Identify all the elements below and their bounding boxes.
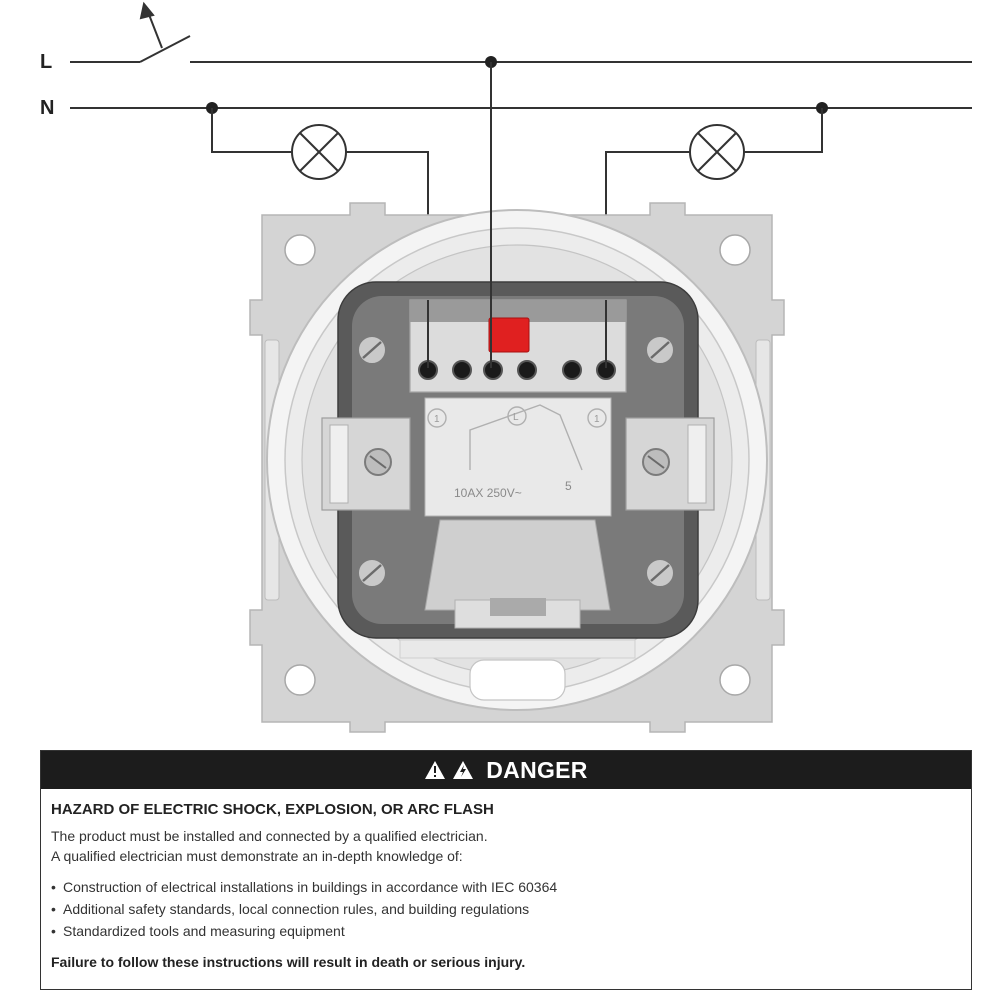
rating-marking: 10AX 250V~ bbox=[454, 486, 522, 500]
wiring-diagram: L N bbox=[40, 1, 972, 733]
switch-device: 1 L 1 10AX 250V~ 5 bbox=[249, 202, 785, 733]
danger-notice: DANGER HAZARD OF ELECTRIC SHOCK, EXPLOSI… bbox=[40, 750, 972, 990]
electric-hazard-icon bbox=[452, 760, 474, 780]
terminal-wires bbox=[427, 62, 607, 368]
left-clamp bbox=[321, 417, 411, 511]
switch-arrow-icon bbox=[139, 1, 163, 49]
release-button bbox=[488, 317, 530, 353]
list-item: Standardized tools and measuring equipme… bbox=[51, 920, 961, 942]
right-lamp-icon bbox=[689, 124, 745, 180]
danger-header: DANGER bbox=[41, 751, 971, 789]
warning-triangle-icon bbox=[424, 760, 446, 780]
left-lamp-icon bbox=[291, 124, 347, 180]
list-item: Additional safety standards, local conne… bbox=[51, 898, 961, 920]
corner-screws bbox=[357, 335, 675, 588]
danger-line-2: A qualified electrician must demonstrate… bbox=[51, 848, 463, 864]
knowledge-list: Construction of electrical installations… bbox=[51, 876, 961, 942]
terminal-mark-left: 1 bbox=[434, 414, 440, 425]
list-item: Construction of electrical installations… bbox=[51, 876, 961, 898]
terminal-mark-center: L bbox=[513, 412, 519, 423]
danger-line-1: The product must be installed and connec… bbox=[51, 828, 488, 844]
wire-label-L: L bbox=[40, 51, 52, 73]
hazard-title: HAZARD OF ELECTRIC SHOCK, EXPLOSION, OR … bbox=[51, 801, 494, 818]
terminal-mark-right: 1 bbox=[594, 414, 600, 425]
danger-heading: DANGER bbox=[486, 756, 588, 783]
live-wire bbox=[70, 35, 972, 63]
wire-label-N: N bbox=[40, 97, 54, 119]
consequence-warning: Failure to follow these instructions wil… bbox=[51, 954, 526, 970]
number-marking: 5 bbox=[565, 479, 572, 493]
terminal-holes bbox=[418, 360, 616, 380]
right-clamp bbox=[625, 417, 715, 511]
